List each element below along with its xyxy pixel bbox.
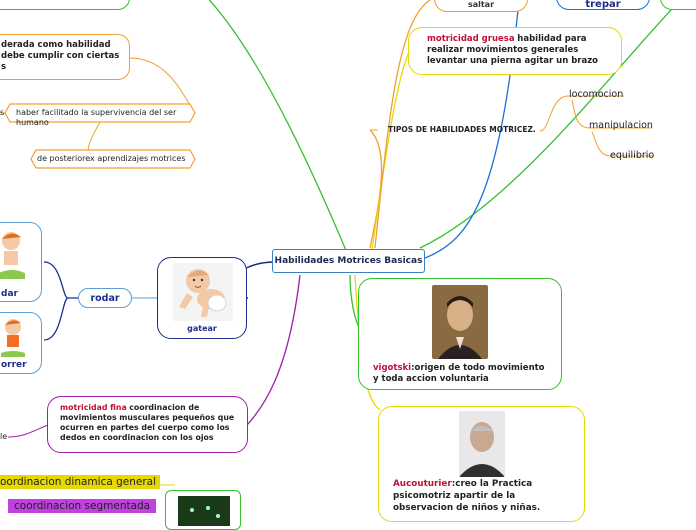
rodar-node[interactable]: rodar	[78, 288, 132, 308]
crawling-baby-image	[173, 263, 233, 321]
aucouturier-node[interactable]: Aucouturier:creo la Practica psicomotriz…	[378, 406, 585, 522]
considerada-line2: debe cumplir con ciertas	[1, 51, 120, 62]
vigotski-text: vigotski:origen de todo movimiento y tod…	[373, 363, 553, 385]
tipo-manipulacion[interactable]: manipulacion	[589, 120, 653, 131]
tipo-locomocion[interactable]: locomocion	[569, 89, 624, 100]
posteriores-hex-shape	[30, 149, 196, 169]
aucouturier-name: Aucouturier	[393, 479, 452, 489]
fina-desc: coordinacion de movimientos musculares p…	[60, 403, 235, 443]
supervivencia-text[interactable]: haber facilitado la supervivencia del se…	[16, 108, 177, 127]
motricidad-gruesa-node[interactable]: motricidad gruesa habilidad para realiza…	[408, 27, 622, 75]
left-card-1[interactable]: dar	[0, 222, 42, 302]
child-image-2	[1, 319, 25, 357]
aucouturier-text: Aucouturier:creo la Practica psicomotriz…	[393, 479, 543, 515]
supervivencia-hex-shape	[4, 103, 196, 123]
considerada-line1: derada como habilidad	[1, 40, 111, 50]
coordinacion-general-label[interactable]: oordinacion dinamica general	[0, 475, 161, 489]
field-image	[178, 496, 230, 526]
vigotski-node[interactable]: vigotski:origen de todo movimiento y tod…	[358, 278, 562, 390]
central-title: Habilidades Motrices Basicas	[274, 256, 423, 266]
left-card-2-label: orrer	[1, 360, 27, 370]
aucouturier-photo	[459, 411, 505, 477]
tipos-label[interactable]: TIPOS DE HABILIDADES MOTRICEZ.	[388, 125, 536, 134]
vigotski-name: vigotski	[373, 363, 412, 373]
central-node[interactable]: Habilidades Motrices Basicas	[272, 249, 425, 273]
vigotski-desc: :origen de todo movimiento y toda accion…	[373, 363, 545, 385]
motricidad-fina-node[interactable]: motricidad fina coordinacion de movimien…	[47, 396, 248, 453]
gruesa-term: motricidad gruesa	[427, 34, 515, 44]
supervivencia-prefix: s	[0, 108, 5, 117]
aucouturier-desc: :creo la Practica psicomotriz apartir de…	[393, 479, 541, 513]
considerada-node[interactable]: derada como habilidad debe cumplir con c…	[0, 34, 130, 80]
trepar-node[interactable]: trepar	[556, 0, 650, 10]
top-right-green-node	[660, 0, 696, 10]
left-card-2[interactable]: orrer	[0, 312, 42, 374]
saltar-label: saltar	[467, 0, 495, 9]
saltar-node[interactable]: saltar	[434, 0, 528, 12]
left-card-1-label: dar	[1, 289, 18, 299]
fina-term: motricidad fina	[60, 403, 127, 412]
bottom-image-node	[165, 490, 241, 530]
vigotski-photo	[432, 285, 488, 359]
tipo-equilibrio[interactable]: equilibrio	[610, 150, 655, 161]
top-left-green-node	[0, 0, 130, 10]
gruesa-desc: habilidad para realizar movimientos gene…	[427, 34, 599, 67]
trepar-label: trepar	[585, 0, 621, 10]
rodar-label: rodar	[90, 293, 120, 304]
gatear-node[interactable]: gatear	[157, 257, 247, 339]
considerada-line3: s	[1, 62, 7, 73]
posteriores-text[interactable]: de posteriorex aprendizajes motrices	[37, 154, 186, 163]
gatear-label: gatear	[187, 324, 217, 333]
child-image-1	[0, 232, 25, 279]
fina-edge-label: le	[0, 432, 8, 441]
coordinacion-segmentada-label[interactable]: coordinacion segmentada	[8, 499, 157, 513]
